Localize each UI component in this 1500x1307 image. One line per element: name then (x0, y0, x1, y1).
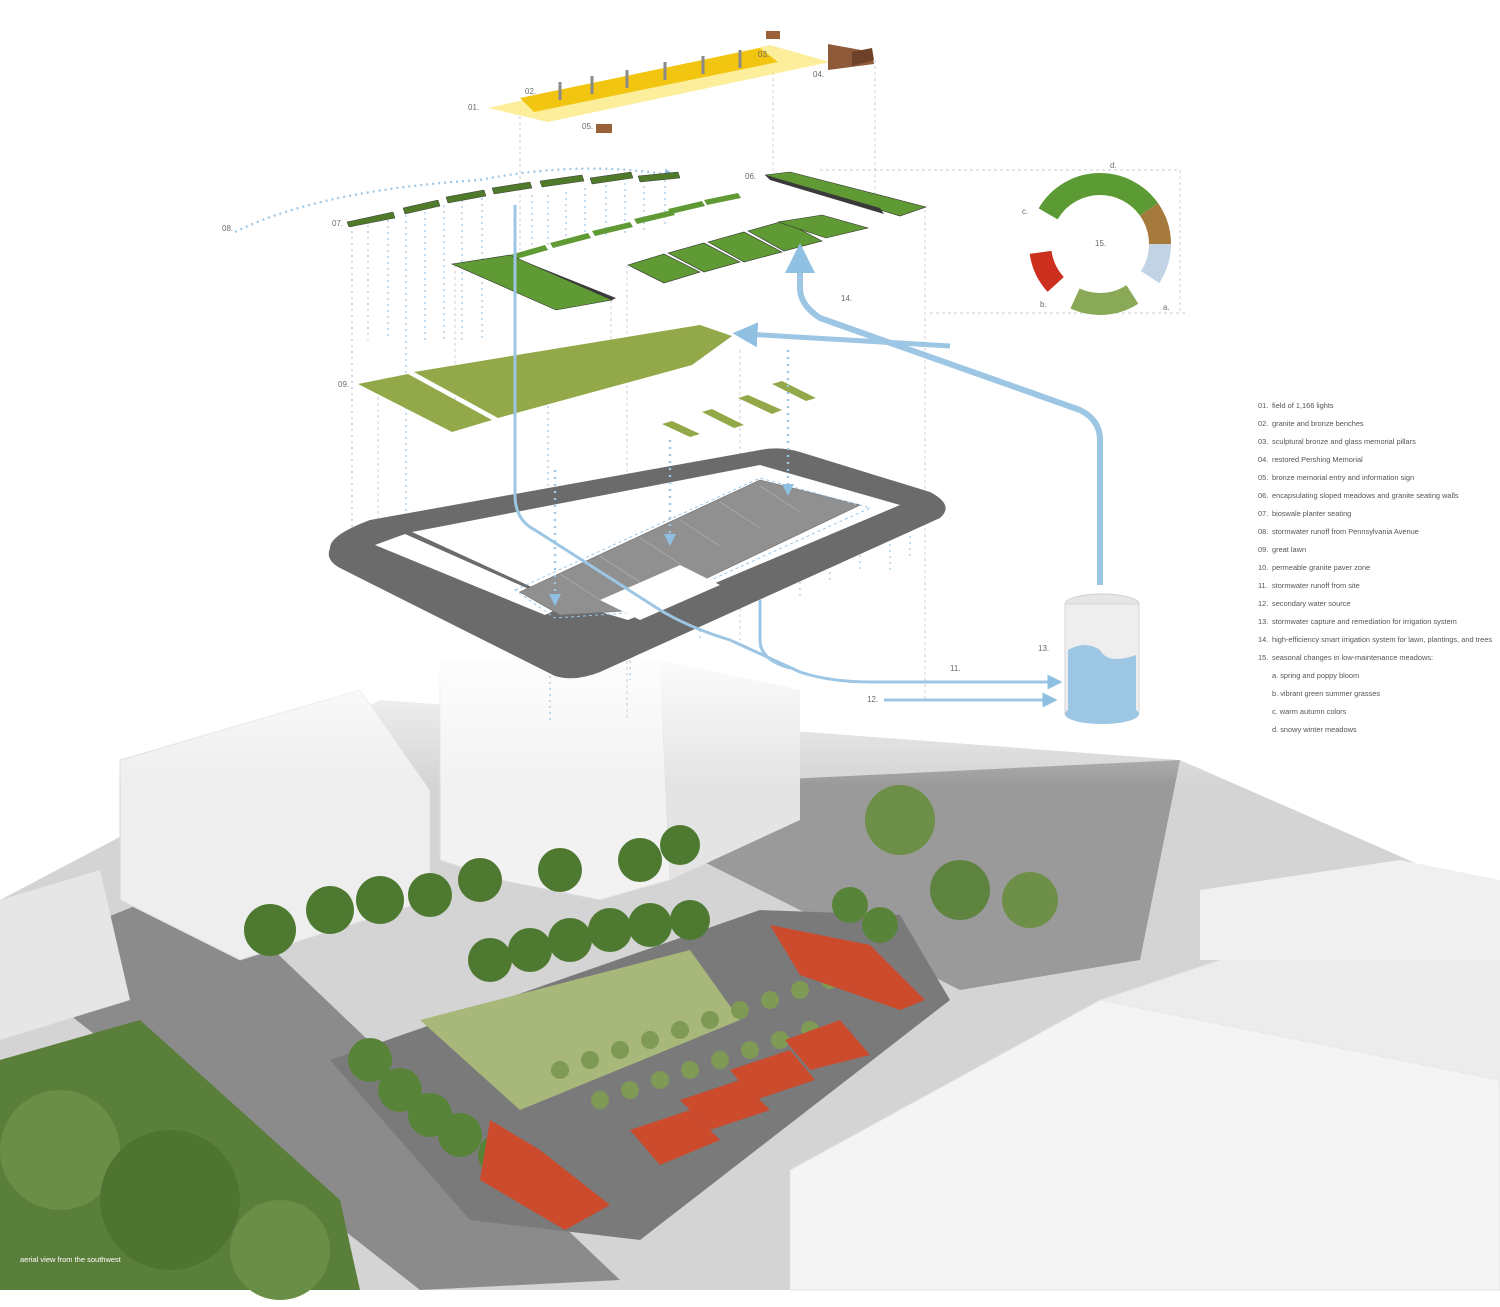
legend-subitem: b. vibrant green summer grasses (1272, 689, 1381, 698)
bronze-sign-top (766, 31, 780, 39)
legend-item: 12.secondary water source (1258, 599, 1351, 608)
sloped-meadow-panels (627, 214, 870, 284)
callout-c: c. (1022, 207, 1028, 216)
legend-item: 01.field of 1,166 lights (1258, 401, 1334, 410)
ring-summer-grass-east (1029, 173, 1171, 315)
layer-paving (328, 448, 946, 679)
legend-item: 14.high-efficiency smart irrigation syst… (1258, 635, 1493, 644)
callout-b: b. (1040, 300, 1047, 309)
callout-01: 01. (468, 103, 479, 112)
legend-item: 03.sculptural bronze and glass memorial … (1258, 437, 1416, 446)
seasonal-meadow-ring (1029, 173, 1171, 315)
callout-05: 05. (582, 122, 593, 131)
lawn-strips (662, 381, 816, 437)
callout-d: d. (1110, 161, 1117, 170)
callout-02: 02. (525, 87, 536, 96)
bronze-sign-05 (596, 124, 612, 133)
layer-great-lawn (358, 325, 816, 437)
aerial-caption: aerial view from the southwest (20, 1255, 121, 1264)
legend-item: 05.bronze memorial entry and information… (1258, 473, 1415, 482)
legend-item: 06.encapsulating sloped meadows and gran… (1258, 491, 1459, 500)
legend-item: 07.bioswale planter seating (1258, 509, 1352, 518)
legend-item: 13.stormwater capture and remediation fo… (1258, 617, 1457, 626)
callout-10: 10. (475, 593, 486, 602)
callout-09: 09. (338, 380, 349, 389)
meadow-strips-thin (510, 193, 741, 260)
callout-a: a. (1163, 303, 1170, 312)
callout-08: 08. (222, 224, 233, 233)
permeable-paver-zone (519, 479, 862, 616)
ring-winter-snow (1029, 173, 1171, 315)
runoff-drip-arrows (549, 350, 794, 606)
callout-07: 07. (332, 219, 343, 228)
legend-subitem: d. snowy winter meadows (1272, 725, 1357, 734)
stormwater-runoff-arrow (234, 167, 676, 233)
light-field (520, 48, 778, 112)
sloped-meadow-east (764, 171, 928, 217)
legend-subitem: c. warm autumn colors (1272, 707, 1347, 716)
site-runoff-line (513, 205, 1063, 690)
legend-item: 11.stormwater runoff from site (1258, 581, 1360, 590)
legend-subitem: a. spring and poppy bloom (1272, 671, 1360, 680)
great-lawn-main (414, 325, 732, 418)
bioswale-planters (346, 171, 681, 228)
ring-summer-green (1029, 173, 1171, 315)
paving-dashed-outline (513, 477, 872, 619)
memorial-pillars (558, 50, 742, 100)
secondary-runoff-line (758, 600, 791, 670)
callout-11: 11. (950, 664, 961, 673)
layer-memorial-lights (488, 31, 874, 133)
legend-item: 10.permeable granite paver zone (1258, 563, 1371, 572)
stormwater-cistern (1064, 593, 1140, 724)
callout-labels: 01. 02. 03. 04. 05. 06. 07. 08. 09. 10. … (222, 50, 1170, 704)
paver-grid (559, 485, 801, 601)
legend-item: 08.stormwater runoff from Pennsylvania A… (1258, 527, 1419, 536)
aerial-site-view (0, 640, 1500, 1300)
sloped-meadow-west (450, 254, 614, 311)
callout-14: 14. (841, 294, 852, 303)
callout-03: 03. (758, 50, 769, 59)
legend-item: 04.restored Pershing Memorial (1258, 455, 1363, 464)
irrigation-branch-lawn (732, 322, 951, 349)
callout-12: 12. (867, 695, 878, 704)
layer-bioswale-meadows (234, 167, 928, 311)
callout-13: 13. (1038, 644, 1049, 653)
legend-item: 15.seasonal changes in low-maintenance m… (1258, 653, 1434, 662)
legend-item: 09.great lawn (1258, 545, 1307, 554)
callout-06: 06. (745, 172, 756, 181)
legend: 01.field of 1,166 lights 02.granite and … (1258, 400, 1498, 742)
callout-15: 15. (1095, 239, 1106, 248)
great-lawn-west (358, 374, 492, 432)
irrigation-main-line (785, 243, 1103, 585)
legend-item: 02.granite and bronze benches (1258, 419, 1364, 428)
callout-04: 04. (813, 70, 824, 79)
water-system (513, 205, 1140, 724)
